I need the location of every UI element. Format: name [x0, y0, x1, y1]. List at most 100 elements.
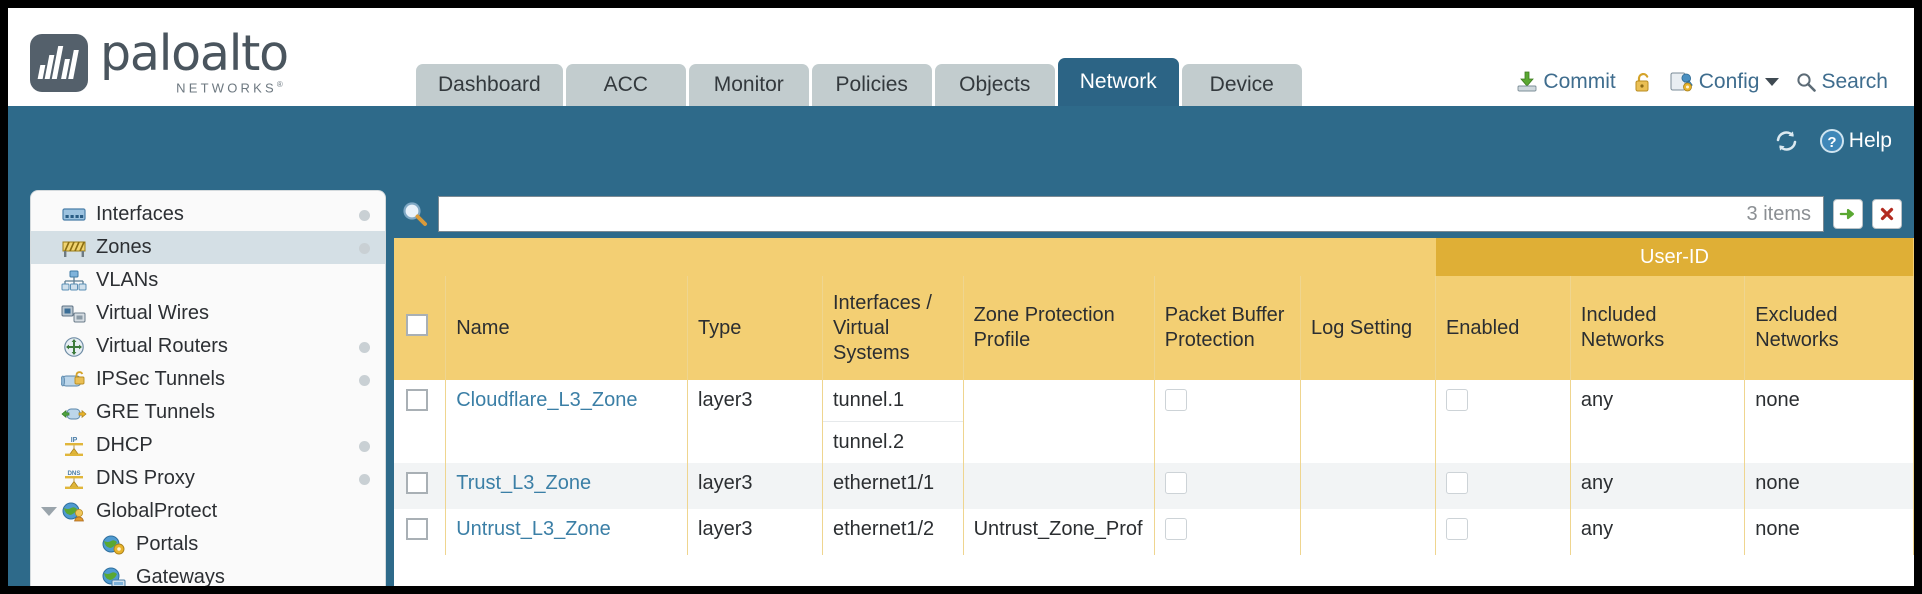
- zone-name-link[interactable]: Untrust_L3_Zone: [456, 518, 611, 540]
- lock-button[interactable]: [1633, 71, 1653, 93]
- sidebar-item-label: Zones: [96, 236, 152, 258]
- cell-name: Cloudflare_L3_Zone: [445, 380, 689, 463]
- cell-log-setting: [1300, 463, 1436, 509]
- brand-logo: paloalto NETWORKS®: [30, 26, 289, 95]
- cell-excluded-networks: none: [1744, 380, 1914, 463]
- zone-name-link[interactable]: Cloudflare_L3_Zone: [456, 389, 638, 411]
- sidebar-item-dns-proxy[interactable]: DNS DNS Proxy: [31, 462, 385, 495]
- table-group-header-row: User-ID: [394, 238, 1914, 276]
- sidebar-item-gre-tunnels[interactable]: GRE Tunnels: [31, 396, 385, 429]
- packet-buffer-checkbox[interactable]: [1164, 389, 1187, 411]
- clear-filter-button[interactable]: [1872, 199, 1902, 229]
- sidebar-item-label: IPSec Tunnels: [96, 368, 225, 390]
- sidebar-item-zones[interactable]: Zones: [31, 231, 385, 264]
- tab-monitor[interactable]: Monitor: [688, 64, 809, 106]
- page-body: Interfaces Zones: [8, 190, 1914, 586]
- user-id-enabled-checkbox[interactable]: [1445, 472, 1468, 494]
- sidebar-item-dhcp[interactable]: IP DHCP: [31, 429, 385, 462]
- cell-packet-buffer-protection: [1154, 380, 1301, 463]
- user-id-enabled-checkbox[interactable]: [1445, 518, 1468, 540]
- config-wrench-icon: [1670, 71, 1694, 93]
- cell-zone-protection-profile: [963, 463, 1155, 509]
- sidebar-item-globalprotect[interactable]: GlobalProtect: [31, 495, 385, 528]
- col-excluded-networks[interactable]: Excluded Networks: [1744, 276, 1914, 380]
- apply-filter-button[interactable]: [1833, 199, 1863, 229]
- status-dot: [359, 474, 370, 485]
- cell-zone-protection-profile: Untrust_Zone_Prof: [963, 509, 1155, 555]
- tab-objects[interactable]: Objects: [934, 64, 1055, 106]
- search-input[interactable]: [439, 197, 1747, 231]
- sidebar-item-gateways[interactable]: Gateways: [31, 561, 385, 586]
- zones-table-wrap: User-ID Name Type Interfaces / Virtual S…: [394, 238, 1914, 586]
- cell-user-id-enabled: [1435, 380, 1571, 463]
- col-log-setting[interactable]: Log Setting: [1300, 276, 1436, 380]
- table-row[interactable]: Untrust_L3_Zone layer3 ethernet1/2 Untru…: [394, 509, 1914, 555]
- tree-expand-icon[interactable]: [41, 507, 57, 516]
- commit-icon: [1516, 71, 1538, 93]
- commit-button[interactable]: Commit: [1516, 70, 1616, 94]
- group-header-user-id: User-ID: [1435, 238, 1914, 276]
- sidebar-item-label: GRE Tunnels: [96, 401, 215, 423]
- group-spacer: [394, 238, 1436, 276]
- packet-buffer-checkbox[interactable]: [1164, 518, 1187, 540]
- user-id-enabled-checkbox[interactable]: [1445, 389, 1468, 411]
- row-checkbox[interactable]: [406, 472, 428, 494]
- table-row[interactable]: Trust_L3_Zone layer3 ethernet1/1: [394, 463, 1914, 509]
- col-included-networks[interactable]: Included Networks: [1570, 276, 1746, 380]
- tab-policies[interactable]: Policies: [811, 64, 932, 106]
- tab-dashboard[interactable]: Dashboard: [416, 64, 563, 106]
- cell-interfaces: ethernet1/2: [822, 509, 964, 555]
- zone-name-link[interactable]: Trust_L3_Zone: [456, 472, 592, 494]
- search-button[interactable]: Search: [1796, 70, 1888, 94]
- col-user-id-enabled[interactable]: Enabled: [1435, 276, 1571, 380]
- cell-interfaces: ethernet1/1: [822, 463, 964, 509]
- row-checkbox[interactable]: [406, 518, 428, 540]
- col-name[interactable]: Name: [445, 276, 689, 380]
- virtual-routers-icon: [61, 336, 87, 358]
- select-all-checkbox[interactable]: [406, 313, 428, 336]
- col-type[interactable]: Type: [687, 276, 823, 380]
- config-menu[interactable]: Config: [1670, 70, 1780, 94]
- search-icon: [1796, 72, 1817, 92]
- search-label: Search: [1821, 70, 1888, 93]
- table-row[interactable]: Cloudflare_L3_Zone layer3 tunnel.1 tunne…: [394, 380, 1914, 463]
- sidebar-item-interfaces[interactable]: Interfaces: [31, 198, 385, 231]
- cell-interfaces: tunnel.1 tunnel.2: [822, 380, 964, 463]
- svg-text:?: ?: [1827, 134, 1836, 151]
- commit-label: Commit: [1543, 70, 1616, 93]
- sidebar-item-label: Virtual Routers: [96, 335, 228, 357]
- status-dot: [359, 441, 370, 452]
- table-header-row: Name Type Interfaces / Virtual Systems Z…: [394, 276, 1914, 380]
- col-packet-buffer-protection[interactable]: Packet Buffer Protection: [1154, 276, 1301, 380]
- packet-buffer-checkbox[interactable]: [1164, 472, 1187, 494]
- status-dot: [359, 375, 370, 386]
- band-actions: ? Help: [1754, 128, 1892, 154]
- paloalto-firewall-window: paloalto NETWORKS® Dashboard ACC Monitor…: [8, 8, 1914, 586]
- interface-item: ethernet1/2: [832, 518, 935, 540]
- sidebar-item-ipsec-tunnels[interactable]: IPSec Tunnels: [31, 363, 385, 396]
- tab-network[interactable]: Network: [1057, 58, 1179, 106]
- sidebar-item-portals[interactable]: Portals: [31, 528, 385, 561]
- main-content: 3 items: [394, 190, 1914, 586]
- select-all-header: [394, 276, 447, 380]
- tab-acc[interactable]: ACC: [565, 64, 686, 106]
- col-interfaces-virtual-systems[interactable]: Interfaces / Virtual Systems: [822, 276, 964, 380]
- row-select-cell: [394, 463, 447, 509]
- help-button[interactable]: ? Help: [1819, 128, 1892, 154]
- filter-search-icon[interactable]: [400, 199, 430, 229]
- sidebar-item-label: DHCP: [96, 434, 153, 456]
- svg-text:IP: IP: [71, 437, 78, 444]
- search-field-wrap: 3 items: [438, 196, 1824, 232]
- refresh-button[interactable]: [1774, 129, 1799, 153]
- cell-included-networks: any: [1570, 380, 1746, 463]
- row-checkbox[interactable]: [406, 389, 428, 411]
- chevron-down-icon: [1765, 78, 1780, 86]
- row-select-cell: [394, 380, 447, 463]
- sidebar-item-label: Portals: [136, 533, 199, 555]
- sidebar-item-vlans[interactable]: VLANs: [31, 264, 385, 297]
- interface-item: tunnel.1: [822, 380, 963, 422]
- tab-device[interactable]: Device: [1181, 64, 1302, 106]
- sidebar-item-virtual-routers[interactable]: Virtual Routers: [31, 330, 385, 363]
- col-zone-protection-profile[interactable]: Zone Protection Profile: [963, 276, 1155, 380]
- sidebar-item-virtual-wires[interactable]: Virtual Wires: [31, 297, 385, 330]
